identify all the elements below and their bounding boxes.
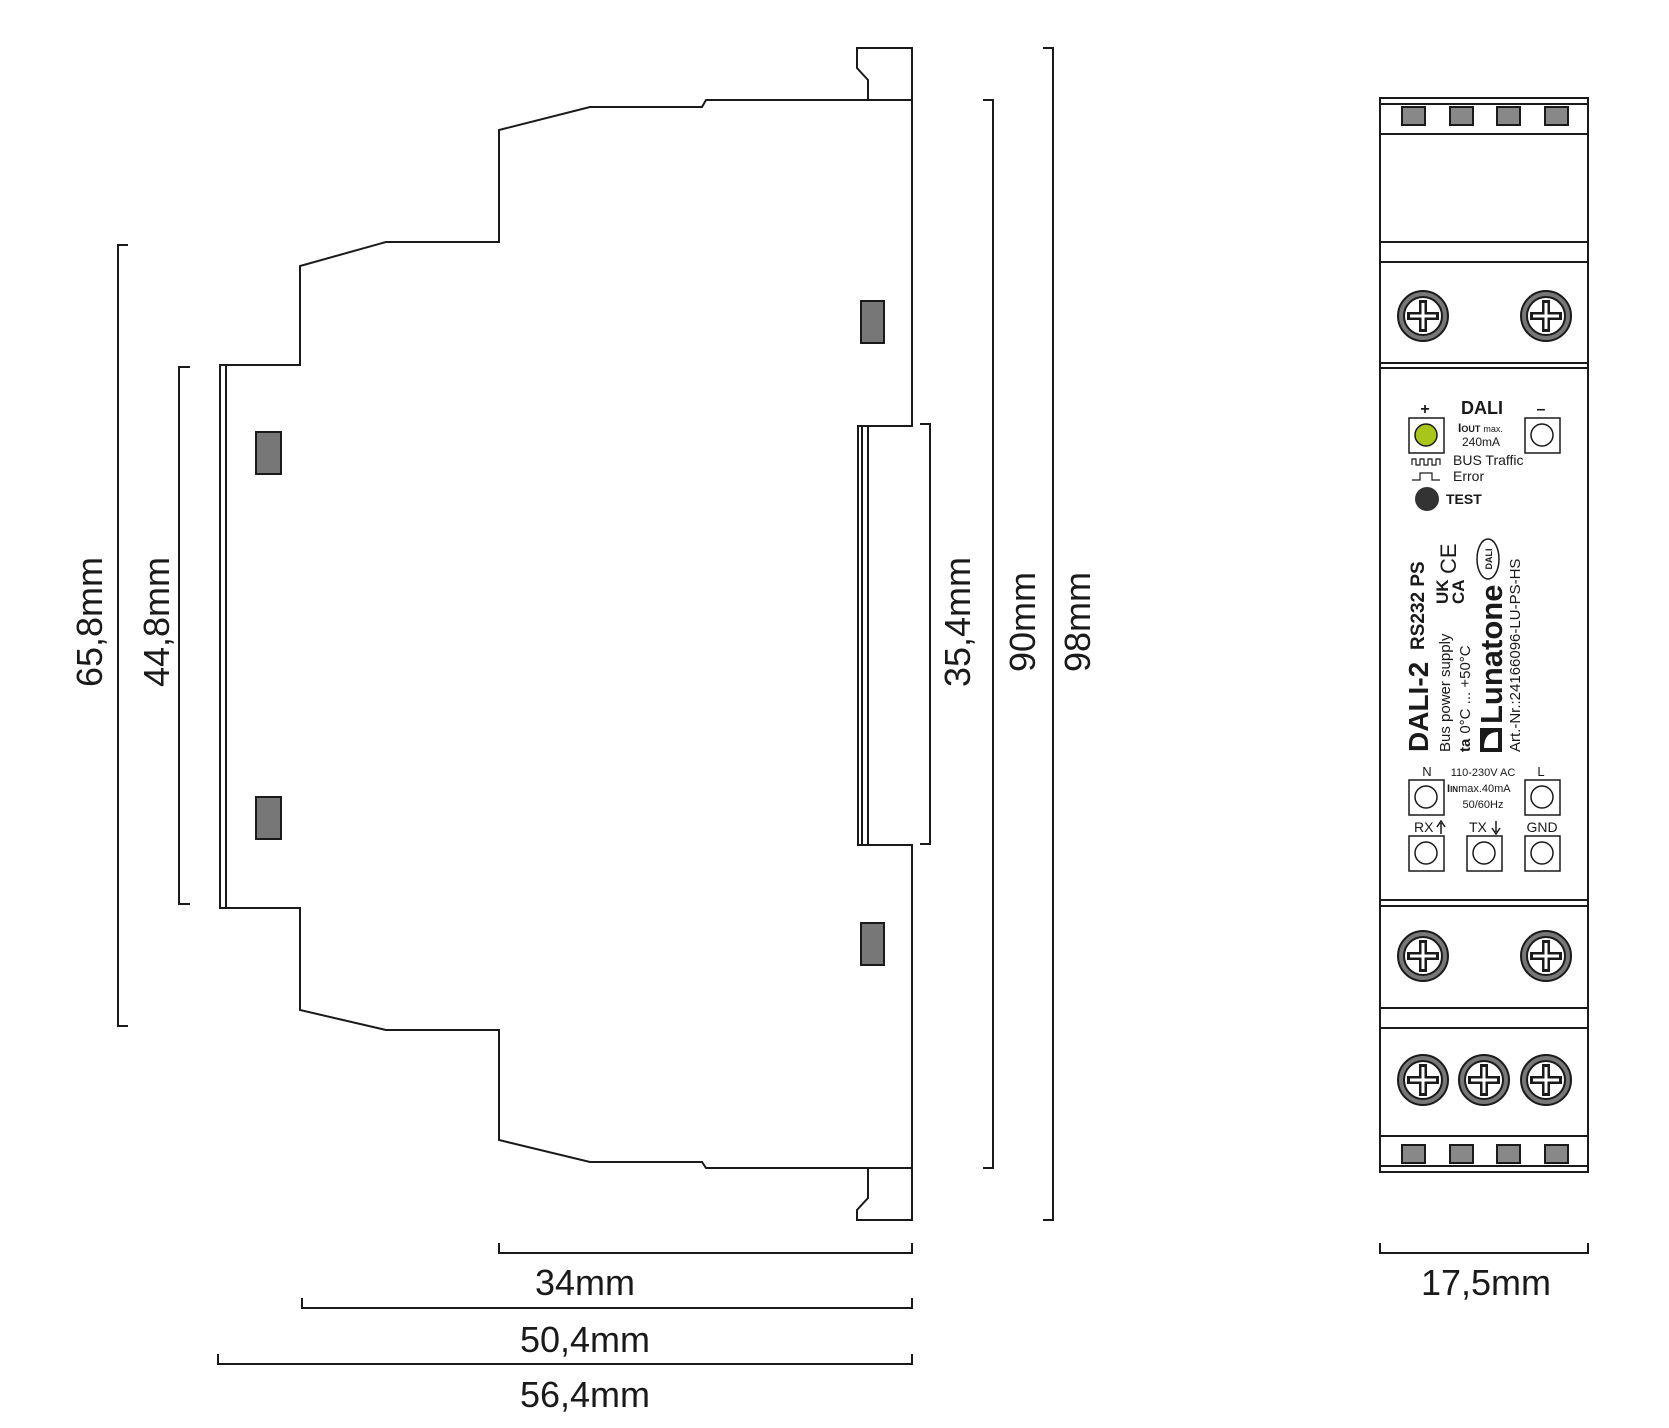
- dali-plus: +: [1420, 401, 1429, 418]
- article-number: Art.-Nr.:24166096-LU-PS-HS: [1507, 559, 1524, 752]
- terminal-hole: [1530, 785, 1554, 809]
- arrow-down-icon: [1491, 821, 1501, 836]
- vent-slot: [1544, 1144, 1569, 1164]
- product-label: DALI-2 RS232 PS Bus power supply ta0°C .…: [1403, 538, 1524, 752]
- iin-label: IINmax.40mA: [1447, 783, 1511, 795]
- product-variant: RS232 PS: [1408, 561, 1429, 650]
- dim-line-34: [498, 1243, 913, 1254]
- side-slot: [255, 796, 282, 840]
- dali-minus: –: [1537, 401, 1546, 418]
- voltage-label: 110-230V AC: [1451, 767, 1516, 779]
- frequency-label: 50/60Hz: [1463, 799, 1504, 811]
- product-description: Bus power supply: [1437, 633, 1454, 752]
- screw-icon: [1458, 1054, 1510, 1106]
- terminal-hole: [1414, 785, 1438, 809]
- vent-slot: [1544, 106, 1569, 126]
- n-label: N: [1422, 764, 1431, 779]
- terminal-hole: [1414, 841, 1438, 865]
- dim-label-56-4: 56,4mm: [520, 1374, 650, 1415]
- dim-label-35-4: 35,4mm: [937, 557, 978, 687]
- tx-label: TX: [1469, 819, 1488, 835]
- bottom-hook: [856, 1168, 913, 1221]
- test-button[interactable]: [1415, 487, 1439, 511]
- side-view: [219, 47, 913, 1221]
- ta-range: ta0°C ... +50°C: [1457, 645, 1474, 752]
- dim-line-65-8: [117, 244, 128, 1027]
- ce-mark: CE: [1436, 543, 1461, 574]
- dim-line-50-4: [301, 1298, 913, 1309]
- iout-value: 240mA: [1462, 435, 1500, 449]
- side-view-outline: [219, 99, 913, 1169]
- dim-line-35-4: [920, 423, 931, 845]
- side-clip-inner: [861, 425, 869, 846]
- screw-icon: [1397, 1054, 1449, 1106]
- screw-icon: [1520, 290, 1572, 342]
- vent-slot: [1496, 106, 1521, 126]
- dim-label-98: 98mm: [1057, 572, 1098, 672]
- bus-traffic-label: BUS Traffic: [1453, 452, 1524, 468]
- error-label: Error: [1453, 468, 1484, 484]
- vent-slot: [1449, 1144, 1474, 1164]
- vent-slot: [1401, 106, 1426, 126]
- dimension-lines: 65,8mm 44,8mm 35,4mm 90mm 98mm 34mm 50,4…: [69, 47, 1589, 1415]
- product-name: DALI-2: [1403, 662, 1434, 752]
- top-hook: [856, 47, 913, 100]
- ukca-mark-top: UK: [1433, 579, 1452, 604]
- svg-text:DALI: DALI: [1484, 549, 1494, 570]
- dim-label-44-8: 44,8mm: [136, 557, 177, 687]
- dim-label-17-5: 17,5mm: [1421, 1262, 1551, 1303]
- dim-line-98: [1043, 47, 1054, 1221]
- l-label: L: [1537, 764, 1544, 779]
- arrow-up-icon: [1436, 819, 1446, 834]
- screw-icon: [1520, 930, 1572, 982]
- terminal-hole: [1530, 841, 1554, 865]
- dim-label-50-4: 50,4mm: [520, 1319, 650, 1360]
- vent-slot: [1496, 1144, 1521, 1164]
- side-slot: [860, 300, 885, 344]
- vent-slot: [1449, 106, 1474, 126]
- front-housing: [1379, 97, 1589, 1173]
- error-icon: [1412, 472, 1440, 481]
- dim-line-56-4: [217, 1354, 913, 1365]
- screw-icon: [1397, 290, 1449, 342]
- test-label: TEST: [1446, 491, 1482, 507]
- gnd-label: GND: [1526, 819, 1557, 835]
- dim-line-90: [983, 99, 994, 1169]
- dim-line-44-8: [178, 366, 190, 905]
- screw-icon: [1397, 930, 1449, 982]
- vent-slot: [1401, 1144, 1426, 1164]
- ukca-mark-bottom: CA: [1449, 579, 1468, 604]
- status-led-icon: [1414, 423, 1438, 447]
- rx-label: RX: [1414, 819, 1434, 835]
- dali-logo-icon: DALI: [1476, 538, 1500, 580]
- side-slot: [255, 431, 282, 475]
- dim-label-65-8: 65,8mm: [69, 557, 110, 687]
- brand-name: Lunatone: [1474, 585, 1509, 725]
- bus-traffic-icon: [1411, 458, 1441, 466]
- dali-title: DALI: [1461, 398, 1503, 418]
- terminal-hole: [1472, 841, 1496, 865]
- dim-line-17-5: [1379, 1243, 1589, 1254]
- dim-label-34: 34mm: [535, 1262, 635, 1303]
- dim-label-90: 90mm: [1002, 572, 1043, 672]
- screw-icon: [1520, 1054, 1572, 1106]
- side-slot: [860, 922, 885, 966]
- terminal-hole: [1530, 423, 1554, 447]
